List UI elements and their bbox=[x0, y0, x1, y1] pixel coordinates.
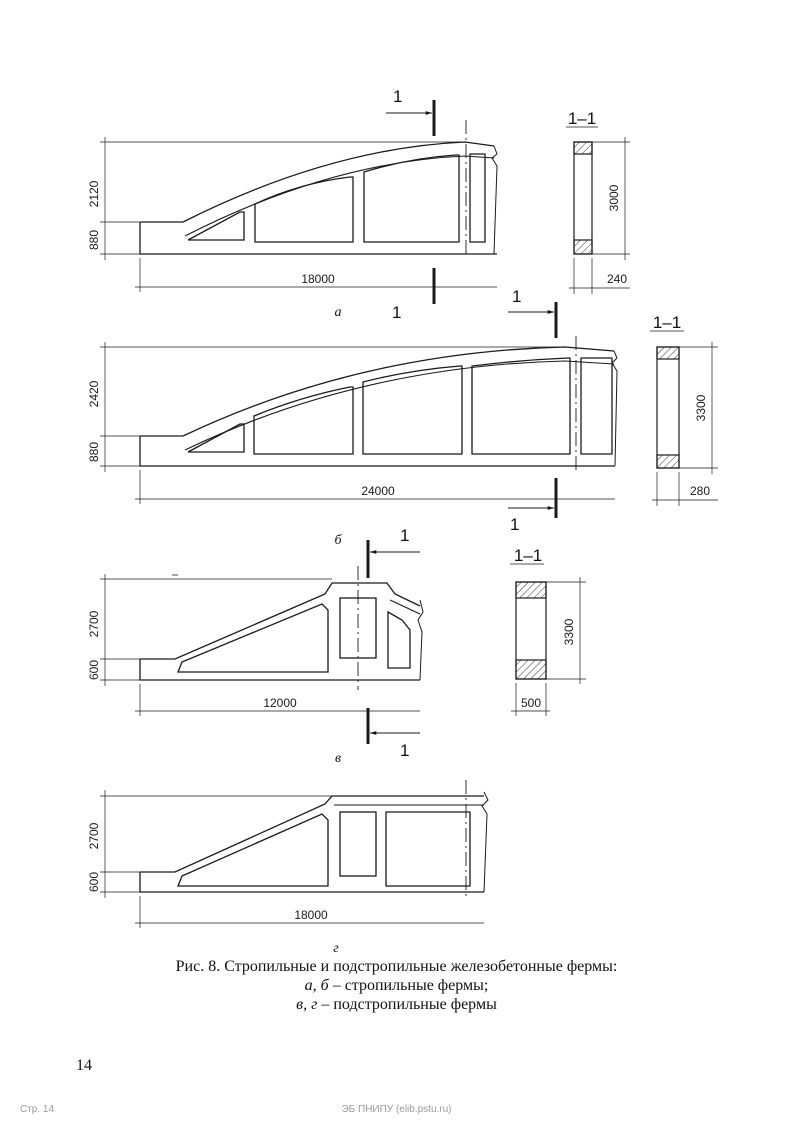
section-v-width: 500 bbox=[521, 696, 541, 710]
caption-line-1: Рис. 8. Стропильные и подстропильные жел… bbox=[175, 958, 618, 975]
fig-a-cut-mark-top: 1 bbox=[393, 87, 402, 106]
fig-g-dim-bottom: 600 bbox=[87, 872, 101, 892]
fig-a-dim-top: 2120 bbox=[87, 180, 101, 207]
caption-line-2: а, б – стропильные фермы; bbox=[0, 976, 793, 995]
section-a-width: 240 bbox=[607, 272, 627, 286]
figure-caption: Рис. 8. Стропильные и подстропильные жел… bbox=[0, 957, 793, 1014]
section-a bbox=[566, 126, 630, 294]
fig-b-dim-top: 2420 bbox=[87, 380, 101, 407]
fig-v-label: в bbox=[335, 751, 341, 766]
fig-v-dim-span: 12000 bbox=[263, 696, 297, 710]
fig-v-dim-top: 2700 bbox=[87, 610, 101, 637]
fig-b-cut-mark-top: 1 bbox=[512, 287, 521, 306]
fig-v-dim-bottom: 600 bbox=[87, 660, 101, 680]
footer-page-label: Стр. 14 bbox=[20, 1104, 55, 1115]
section-b bbox=[650, 330, 718, 506]
section-v-title: 1–1 bbox=[514, 546, 542, 565]
section-b-height: 3300 bbox=[694, 394, 708, 421]
fig-g-dim-top: 2700 bbox=[87, 822, 101, 849]
fig-g-dim-span: 18000 bbox=[294, 908, 328, 922]
fig-a-dim-bottom: 880 bbox=[87, 230, 101, 250]
footer-source: ЭБ ПНИПУ (elib.pstu.ru) bbox=[341, 1104, 452, 1115]
truss-a-top-chord-lower bbox=[184, 155, 495, 237]
fig-b-dim-span: 24000 bbox=[361, 484, 395, 498]
fig-g-label: г bbox=[333, 941, 339, 956]
fig-v-cut-mark-bottom: 1 bbox=[400, 741, 409, 760]
truss-v bbox=[100, 540, 424, 744]
truss-a bbox=[100, 100, 498, 304]
fig-b-cut-mark-bottom: 1 bbox=[510, 515, 519, 534]
fig-b-label: б bbox=[334, 533, 342, 548]
truss-b bbox=[100, 302, 618, 518]
fig-v-cut-mark-top: 1 bbox=[400, 526, 409, 545]
fig-a-label: а bbox=[335, 305, 342, 320]
caption-line-3-letters: в, г bbox=[296, 996, 318, 1013]
section-a-title: 1–1 bbox=[568, 109, 596, 128]
truss-g bbox=[100, 780, 489, 928]
caption-line-3-text: – подстропильные фермы bbox=[317, 996, 497, 1013]
page-number: 14 bbox=[76, 1057, 92, 1074]
section-v bbox=[510, 563, 586, 716]
fig-a-cut-mark-bottom: 1 bbox=[392, 303, 401, 322]
section-b-width: 280 bbox=[690, 484, 710, 498]
fig-a-dim-span: 18000 bbox=[301, 272, 335, 286]
caption-line-3: в, г – подстропильные фермы bbox=[0, 995, 793, 1014]
caption-line-2-letters: а, б bbox=[304, 977, 329, 994]
section-b-title: 1–1 bbox=[653, 313, 681, 332]
caption-line-2-text: – стропильные фермы; bbox=[328, 977, 489, 994]
fig-b-dim-bottom: 880 bbox=[87, 442, 101, 462]
section-v-height: 3300 bbox=[562, 618, 576, 645]
section-a-height: 3000 bbox=[607, 184, 621, 211]
